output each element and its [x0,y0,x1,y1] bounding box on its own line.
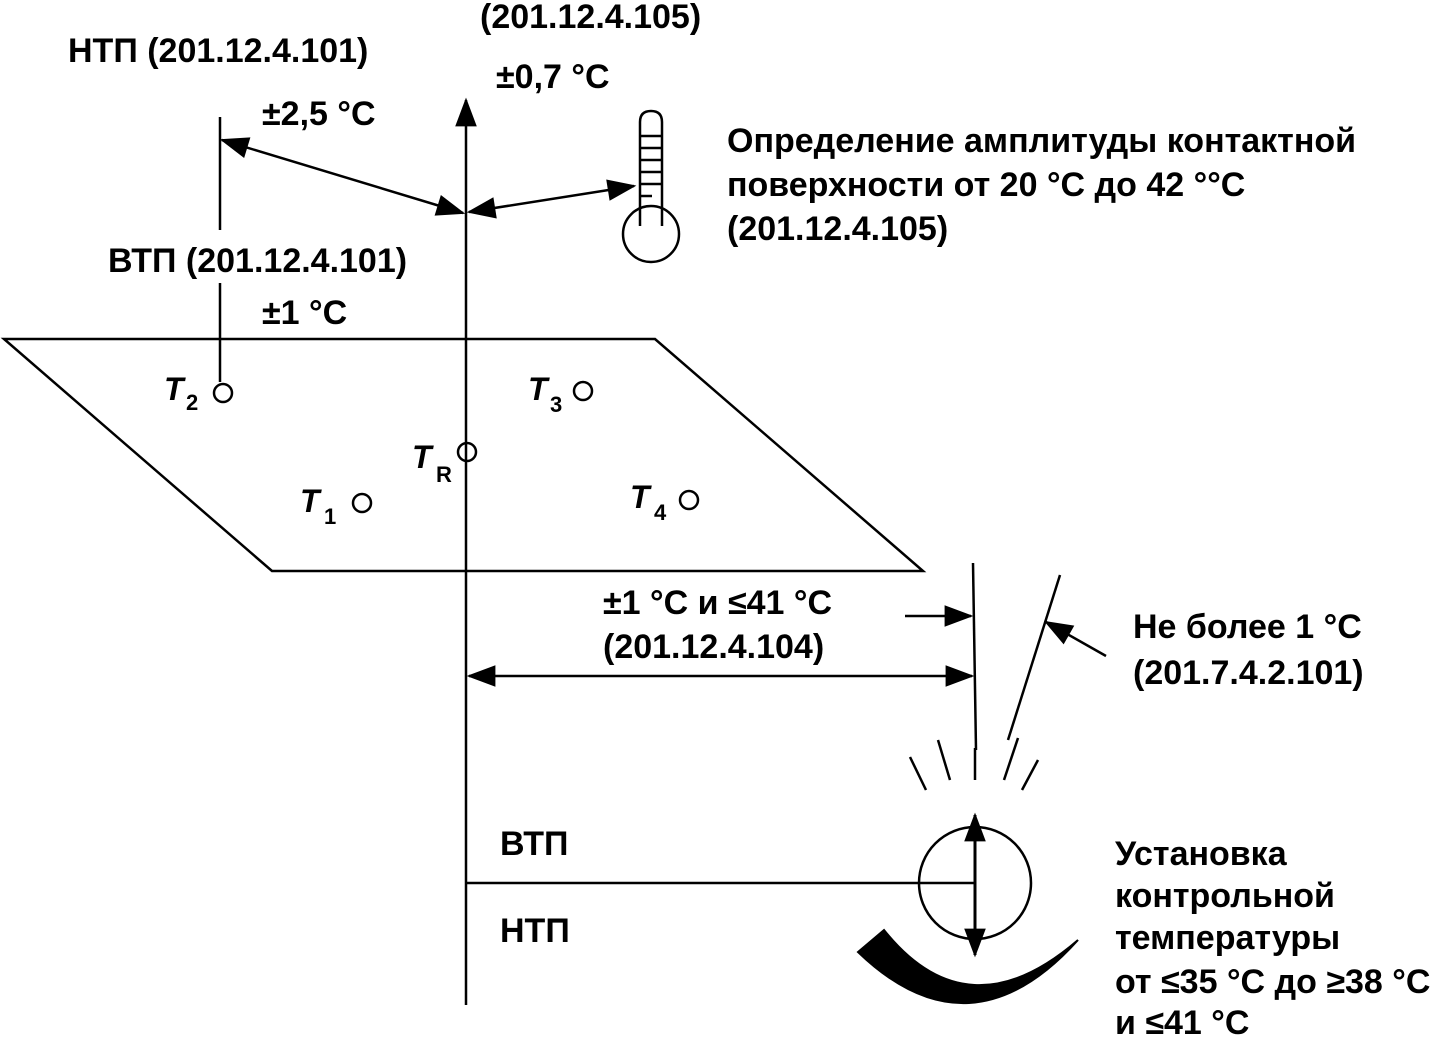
point-t1 [351,492,373,514]
contact-surface [0,337,927,573]
label-t4: T [630,479,652,515]
definition-line-1: Определение амплитуды контактной [727,122,1356,160]
set-temp-line-2: контрольной [1115,877,1335,915]
label-tr-sub: R [436,462,452,487]
point-t4 [678,489,700,511]
label-t3-sub: 3 [550,392,562,417]
ntp-label: НТП [500,912,570,950]
tolerance-07-label: ±0,7 °C [496,58,610,96]
label-t4-sub: 4 [654,500,667,525]
tolerance-25-label: ±2,5 °C [262,95,376,133]
label-t1-sub: 1 [324,504,336,529]
range-line-1: ±1 °C и ≤41 °C [603,584,832,622]
arrow-into-slanted [1043,620,1107,658]
reference-vertical-line [971,562,978,751]
label-t1: T [300,483,322,519]
set-temp-line-1: Установка [1115,835,1288,873]
set-temp-line-4: от ≤35 °C до ≥38 °C [1115,963,1430,1001]
vtp-reference-label: ВТП (201.12.4.101) [108,242,407,280]
ntp-reference-label: НТП (201.12.4.101) [68,32,368,70]
arrow-ntp-to-axis [219,137,466,216]
label-tr: T [412,439,434,475]
arrow-axis-to-thermometer [466,179,637,219]
slanted-line [1006,574,1062,741]
definition-line-2: поверхности от 20 °C до 42 °°C [727,166,1245,204]
label-t3: T [528,371,550,407]
tolerance-1-label: ±1 °C [262,294,347,332]
set-temp-line-3: температуры [1115,919,1340,957]
set-temp-line-5: и ≤41 °C [1115,1004,1249,1041]
label-t2-sub: 2 [186,390,198,415]
max-deviation-line-2: (201.7.4.2.101) [1133,654,1364,692]
thermometer-icon [621,109,681,264]
range-line-2: (201.12.4.104) [603,628,824,666]
top-reference-label: (201.12.4.105) [480,0,701,36]
dial-base-arc [856,928,1079,1005]
definition-line-3: (201.12.4.105) [727,210,948,248]
vtp-label: ВТП [500,825,568,863]
light-rays [908,737,1040,791]
point-t2 [212,382,234,404]
point-tr [456,441,478,463]
label-t2: T [164,371,186,407]
max-deviation-line-1: Не более 1 °C [1133,608,1362,646]
point-t3 [572,380,594,402]
